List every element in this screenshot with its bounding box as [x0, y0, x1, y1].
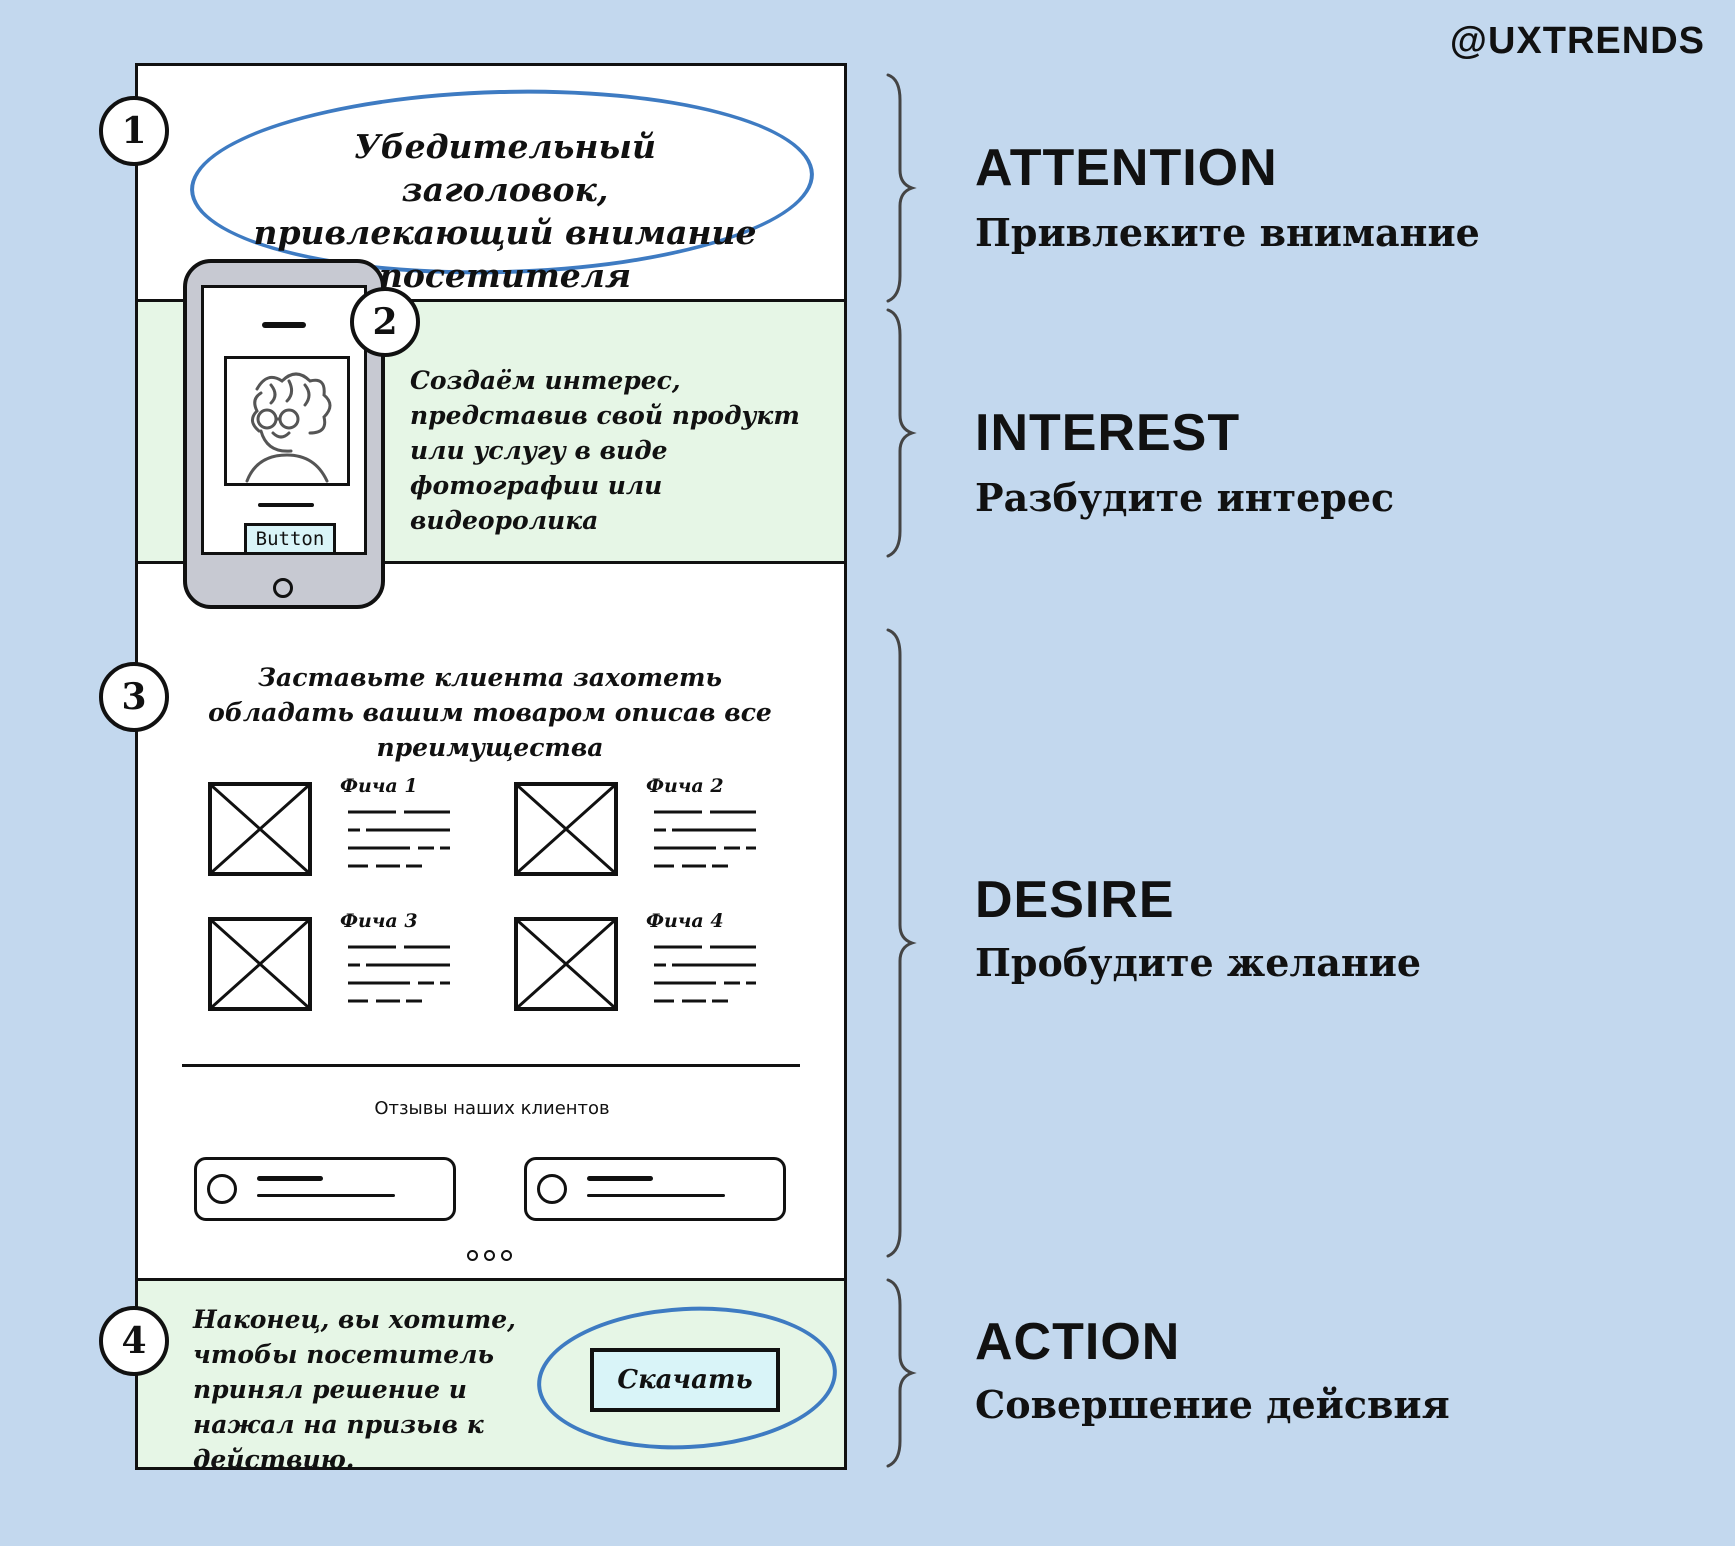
review-card — [194, 1157, 456, 1221]
step-badge-3: 3 — [99, 662, 169, 732]
feature-card: Фича 3 — [208, 910, 468, 1027]
action-description: Наконец, вы хотите, чтобы посетитель при… — [193, 1305, 516, 1474]
step-badge-4: 4 — [99, 1306, 169, 1376]
interest-description: Создаём интерес, представив свой продукт… — [410, 366, 800, 535]
carousel-dot[interactable] — [484, 1250, 495, 1261]
avatar-icon — [207, 1174, 237, 1204]
review-text-scribble — [587, 1194, 725, 1197]
section-divider — [137, 561, 847, 564]
carousel-dot[interactable] — [501, 1250, 512, 1261]
features-divider — [182, 1064, 800, 1067]
feature-text-scribble — [654, 810, 756, 868]
attention-headline: Убедительный заголовок, привлекающий вни… — [253, 127, 757, 295]
phone-title-scribble — [262, 322, 306, 328]
brand-handle: @UXTRENDS — [1449, 20, 1705, 62]
stage-attention-label: ATTENTION — [975, 139, 1278, 197]
image-placeholder-icon — [514, 782, 618, 876]
feature-text-scribble — [654, 945, 756, 1003]
stage-desire-subtitle: Пробудите желание — [975, 940, 1422, 985]
photo-placeholder — [224, 356, 350, 486]
image-placeholder-icon — [208, 917, 312, 1011]
review-card — [524, 1157, 786, 1221]
carousel-dot[interactable] — [467, 1250, 478, 1261]
avatar-icon — [537, 1174, 567, 1204]
reviews-title: Отзывы наших клиентов — [374, 1098, 610, 1119]
image-placeholder-icon — [514, 917, 618, 1011]
feature-card: Фича 1 — [208, 775, 468, 892]
feature-text-scribble — [348, 945, 450, 1003]
step-badge-2: 2 — [350, 287, 420, 357]
section-divider — [137, 1278, 847, 1281]
stage-attention-subtitle: Привлеките внимание — [975, 210, 1480, 255]
image-placeholder-icon — [208, 782, 312, 876]
review-text-scribble — [257, 1194, 395, 1197]
stage-interest-label: INTEREST — [975, 404, 1241, 462]
stage-action-label: ACTION — [975, 1313, 1181, 1371]
feature-text-scribble — [348, 810, 450, 868]
feature-title: Фича 2 — [646, 775, 724, 797]
stage-action-subtitle: Совершение дейсвия — [975, 1382, 1450, 1427]
stage-desire-label: DESIRE — [975, 871, 1175, 929]
desire-title: Заставьте клиента захотеть обладать ваши… — [208, 663, 772, 762]
person-sketch-icon — [245, 372, 332, 483]
feature-title: Фича 4 — [646, 910, 724, 932]
feature-card: Фича 2 — [514, 775, 774, 892]
feature-title: Фича 1 — [340, 775, 418, 797]
phone-home-button — [273, 578, 293, 598]
stage-interest-subtitle: Разбудите интерес — [975, 475, 1395, 520]
phone-caption-scribble — [258, 503, 314, 507]
phone-mockup: Button — [183, 259, 385, 609]
feature-card: Фича 4 — [514, 910, 774, 1027]
download-button[interactable]: Скачать — [590, 1348, 780, 1412]
section-divider — [137, 299, 847, 302]
feature-title: Фича 3 — [340, 910, 418, 932]
review-name-scribble — [587, 1176, 653, 1181]
phone-mock-button[interactable]: Button — [244, 523, 336, 555]
phone-screen: Button — [201, 285, 367, 555]
step-badge-1: 1 — [99, 96, 169, 166]
review-name-scribble — [257, 1176, 323, 1181]
stage-braces — [886, 73, 917, 1468]
